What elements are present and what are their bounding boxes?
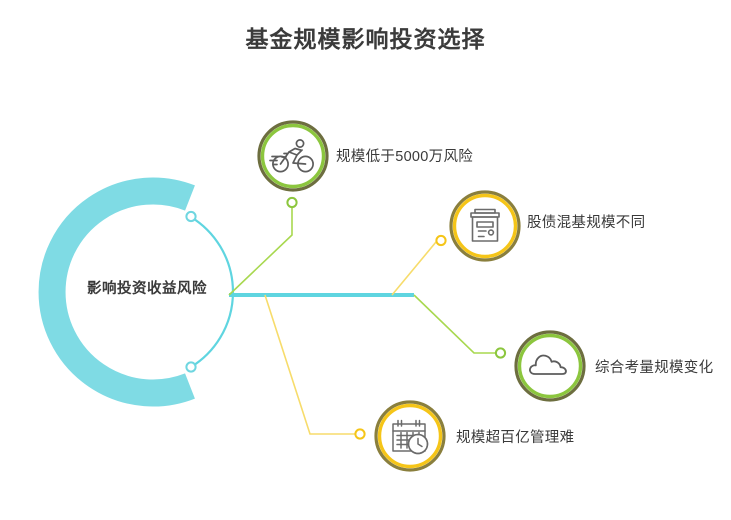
branch-icon-appliance[interactable] — [448, 189, 522, 263]
ring-outer — [514, 330, 586, 402]
connector-line-2 — [391, 239, 447, 296]
connector-node-1 — [286, 196, 298, 209]
hub-arc-endpoint-top — [185, 210, 197, 223]
connector-line-1 — [228, 207, 293, 296]
cloud-icon — [529, 354, 567, 375]
branch-icon-cloud[interactable] — [513, 329, 587, 403]
ring-outer — [257, 120, 329, 192]
connector-node-3 — [494, 347, 507, 359]
branch-label-2: 股债混基规模不同 — [527, 215, 646, 231]
branch-icon-cyclist[interactable] — [256, 119, 330, 193]
hub-label: 影响投资收益风险 — [87, 281, 207, 297]
branch-label-3: 综合考量规模变化 — [595, 360, 714, 376]
page-title: 基金规模影响投资选择 — [245, 26, 486, 52]
ring-inner — [377, 403, 443, 469]
calendar-clock-icon — [392, 419, 429, 455]
connector-line-4 — [264, 294, 355, 435]
connector-node-2 — [435, 234, 447, 247]
hub-thick-arc — [38, 177, 195, 407]
branch-label-4: 规模超百亿管理难 — [456, 430, 575, 446]
branch-icon-calendar-clock[interactable] — [373, 399, 447, 473]
appliance-icon — [470, 208, 500, 242]
hub-arc-endpoint-bottom — [185, 361, 197, 373]
cyclist-icon — [269, 139, 314, 173]
ring-inner — [260, 123, 326, 189]
branch-label-1: 规模低于5000万风险 — [336, 149, 474, 165]
connector-node-4 — [354, 428, 366, 440]
ring-outer — [374, 400, 446, 472]
ring-inner — [452, 193, 518, 259]
ring-outer — [449, 190, 521, 262]
connector-line-3 — [413, 294, 496, 354]
ring-inner — [517, 333, 583, 399]
